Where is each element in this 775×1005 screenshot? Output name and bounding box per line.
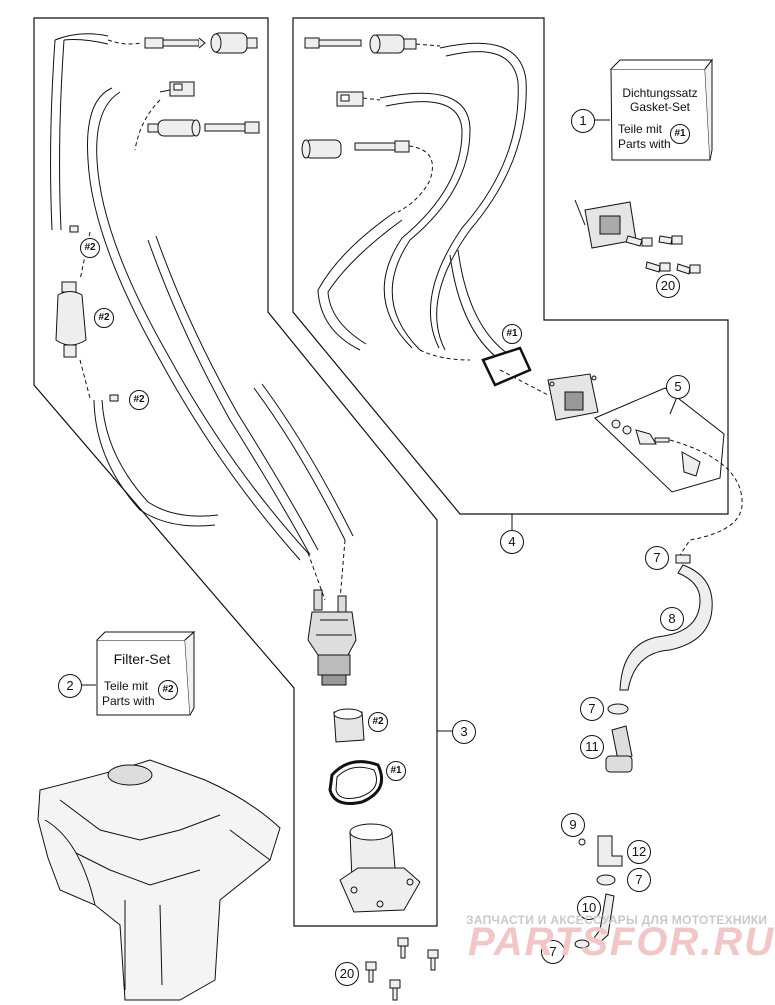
- fuel-pump-unit: [307, 589, 357, 686]
- fitting-5: [611, 419, 701, 477]
- kit-ref-2-filter: #2: [94, 308, 114, 328]
- filter-kit-parts-de: Teile mit: [104, 679, 149, 693]
- callout-5: 5: [666, 375, 690, 399]
- pump-filter-sleeve: [333, 708, 365, 743]
- pump-seal-ring: [328, 760, 383, 805]
- callout-12: 12: [627, 840, 651, 864]
- callout-3: 3: [452, 720, 476, 744]
- panel-5-outline: [594, 387, 725, 493]
- callout-10: 10: [577, 896, 601, 920]
- callout-4: 4: [500, 530, 524, 554]
- return-hose-left: [87, 87, 354, 561]
- pump-flange-housing: [339, 823, 421, 913]
- callout-11: 11: [580, 735, 604, 759]
- callout-7-lower: 7: [627, 868, 651, 892]
- filter-kit-title: Filter-Set: [113, 651, 171, 667]
- electrical-plug-right: [336, 91, 364, 107]
- kit-ref-2-lower: #2: [129, 390, 149, 410]
- bolts-20-bottom: [365, 937, 439, 1001]
- vent-hose-dashed: [669, 439, 743, 556]
- flange-gasket: [481, 346, 532, 387]
- callout-7-upper: 7: [645, 546, 669, 570]
- kit-ref-2-sleeve: #2: [80, 238, 100, 258]
- quick-connector-straight-3: [304, 37, 362, 49]
- quick-connector-straight-2: [204, 121, 260, 134]
- fuel-filter: [55, 281, 87, 358]
- elbow-12: [597, 835, 623, 867]
- callout-1: 1: [571, 109, 595, 133]
- hose-8: [619, 564, 713, 691]
- quick-connector-11: [605, 725, 633, 773]
- kit-ref-1-box: #1: [670, 124, 690, 144]
- kit-ref-2-box: #2: [158, 680, 178, 700]
- filter-kit-parts-en: Parts with: [102, 694, 155, 708]
- o-ring-9: [578, 838, 586, 846]
- electrical-plug-left: [159, 81, 195, 97]
- hose-dashes-right: [362, 43, 471, 361]
- callout-8: 8: [660, 607, 684, 631]
- kit-ref-2-pump-sleeve: #2: [368, 712, 388, 732]
- hose-clamp-7d: [574, 939, 590, 949]
- pump-flange-plate: [547, 373, 599, 421]
- watermark-tagline: ЗАПЧАСТИ И АКСЕССУАРЫ ДЛЯ МОТОТЕХНИКИ: [466, 913, 768, 927]
- callout-20-top: 20: [656, 274, 680, 298]
- gasket-kit-parts-de: Teile mit: [618, 122, 663, 136]
- hose-10: [593, 893, 615, 945]
- quick-connector-straight-4: [354, 140, 410, 153]
- kit-ref-1-gasket: #1: [502, 324, 522, 344]
- callout-2: 2: [58, 674, 82, 698]
- hose-clamp-7c: [596, 874, 616, 886]
- callout-9: 9: [561, 813, 585, 837]
- hose-clamp-7b: [607, 703, 629, 715]
- callout-20-bottom: 20: [335, 962, 359, 986]
- quick-connector-coupling-4: [301, 139, 342, 159]
- gasket-kit-parts-en: Parts with: [618, 137, 671, 151]
- callout-7-bottom: 7: [541, 940, 565, 964]
- flange-unit-top-right: [574, 199, 637, 249]
- fuel-tank: [37, 759, 281, 1001]
- quick-connector-coupling-2: [147, 119, 201, 137]
- hose-sleeve-2: [109, 394, 119, 402]
- bolts-20-top: [625, 235, 701, 275]
- watermark-brand: PARTSFOR.RU: [468, 920, 775, 964]
- gasket-kit-title-en: Gasket-Set: [629, 100, 691, 114]
- hose-sleeve-1: [69, 225, 79, 233]
- callout-7-middle: 7: [580, 697, 604, 721]
- gasket-kit-title-de: Dichtungssatz: [622, 86, 698, 100]
- kit-ref-1-ring: #1: [386, 761, 406, 781]
- fuel-hoses-right: [317, 42, 527, 361]
- quick-connector-coupling-3: [369, 34, 417, 54]
- assembly-3-outline: [33, 17, 438, 927]
- assembly-4-outline: [292, 17, 729, 515]
- quick-connector-straight-1: [144, 37, 206, 49]
- quick-connector-coupling-1: [210, 32, 258, 54]
- hose-clamp-7a: [675, 554, 691, 564]
- fuel-hose-left: [50, 33, 219, 527]
